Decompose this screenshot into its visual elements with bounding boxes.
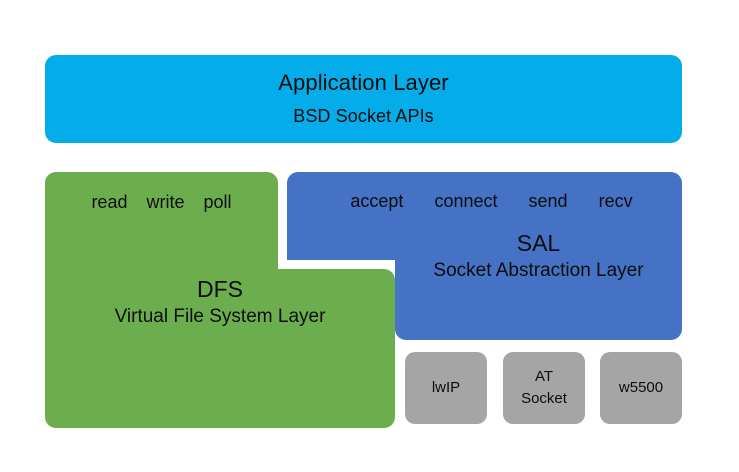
sal-subtitle: Socket Abstraction Layer (433, 260, 644, 282)
dfs-function-read: read (91, 192, 128, 212)
dfs-title: DFS (197, 276, 243, 302)
sal-lower-segment (395, 242, 682, 340)
application-layer-subtitle: BSD Socket APIs (293, 106, 434, 127)
dfs-function-write: write (146, 192, 185, 212)
sal-label-group: SAL Socket Abstraction Layer (395, 228, 682, 283)
driver-box-lwip[interactable]: lwIP (405, 352, 487, 424)
sal-layer-box[interactable]: accept connect send recv SAL Socket Abst… (287, 172, 682, 340)
dfs-subtitle: Virtual File System Layer (114, 305, 326, 327)
sal-function-connect: connect (434, 191, 498, 211)
sal-title: SAL (516, 230, 561, 256)
sal-function-accept: accept (350, 191, 404, 211)
dfs-function-poll: poll (203, 192, 232, 212)
sal-function-recv: recv (598, 191, 633, 211)
driver-box-w5500[interactable]: w5500 (600, 352, 682, 424)
dfs-label-group: DFS Virtual File System Layer (45, 275, 395, 330)
dfs-function-list: read write poll (45, 192, 278, 213)
driver-label: AT Socket (521, 368, 567, 407)
dfs-layer-box[interactable]: read write poll DFS Virtual File System … (45, 172, 395, 428)
driver-label: w5500 (618, 379, 664, 397)
driver-label: lwIP (431, 379, 461, 397)
sal-function-list: accept connect send recv (287, 191, 682, 212)
dfs-lower-segment (45, 269, 395, 428)
application-layer-box[interactable]: Application Layer BSD Socket APIs (45, 55, 682, 143)
sal-function-send: send (528, 191, 568, 211)
application-layer-title: Application Layer (278, 70, 449, 96)
driver-box-at-socket[interactable]: AT Socket (503, 352, 585, 424)
